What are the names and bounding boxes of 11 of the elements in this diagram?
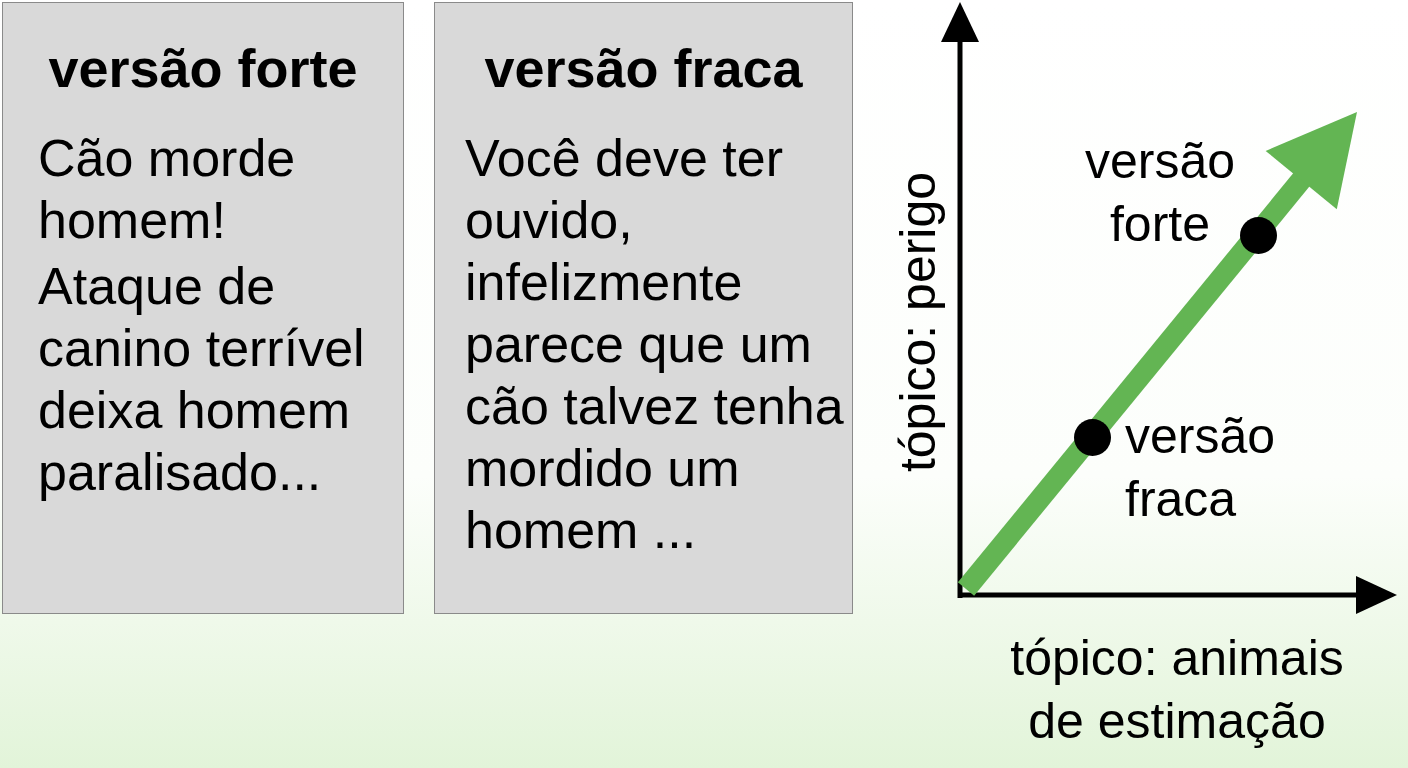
text-panel bbox=[434, 2, 853, 614]
text-panel bbox=[2, 2, 404, 614]
axis-title: tópico: perigo bbox=[888, 171, 947, 473]
axis-title: tópico: animais de estimação bbox=[1009, 629, 1345, 751]
body-text: Cão morde homem! bbox=[38, 128, 297, 251]
body-text: Ataque de canino terrível deixa homem paralisado... bbox=[38, 256, 366, 503]
body-text: Você deve ter ouvido, infelizmente parece que um cão talvez tenha mordido um homem ... bbox=[465, 128, 845, 561]
point-label: versão forte bbox=[1083, 132, 1237, 254]
panel-heading: versão fraca bbox=[483, 37, 804, 99]
panel-heading: versão forte bbox=[47, 37, 359, 99]
point-label: versão fraca bbox=[1125, 407, 1277, 529]
